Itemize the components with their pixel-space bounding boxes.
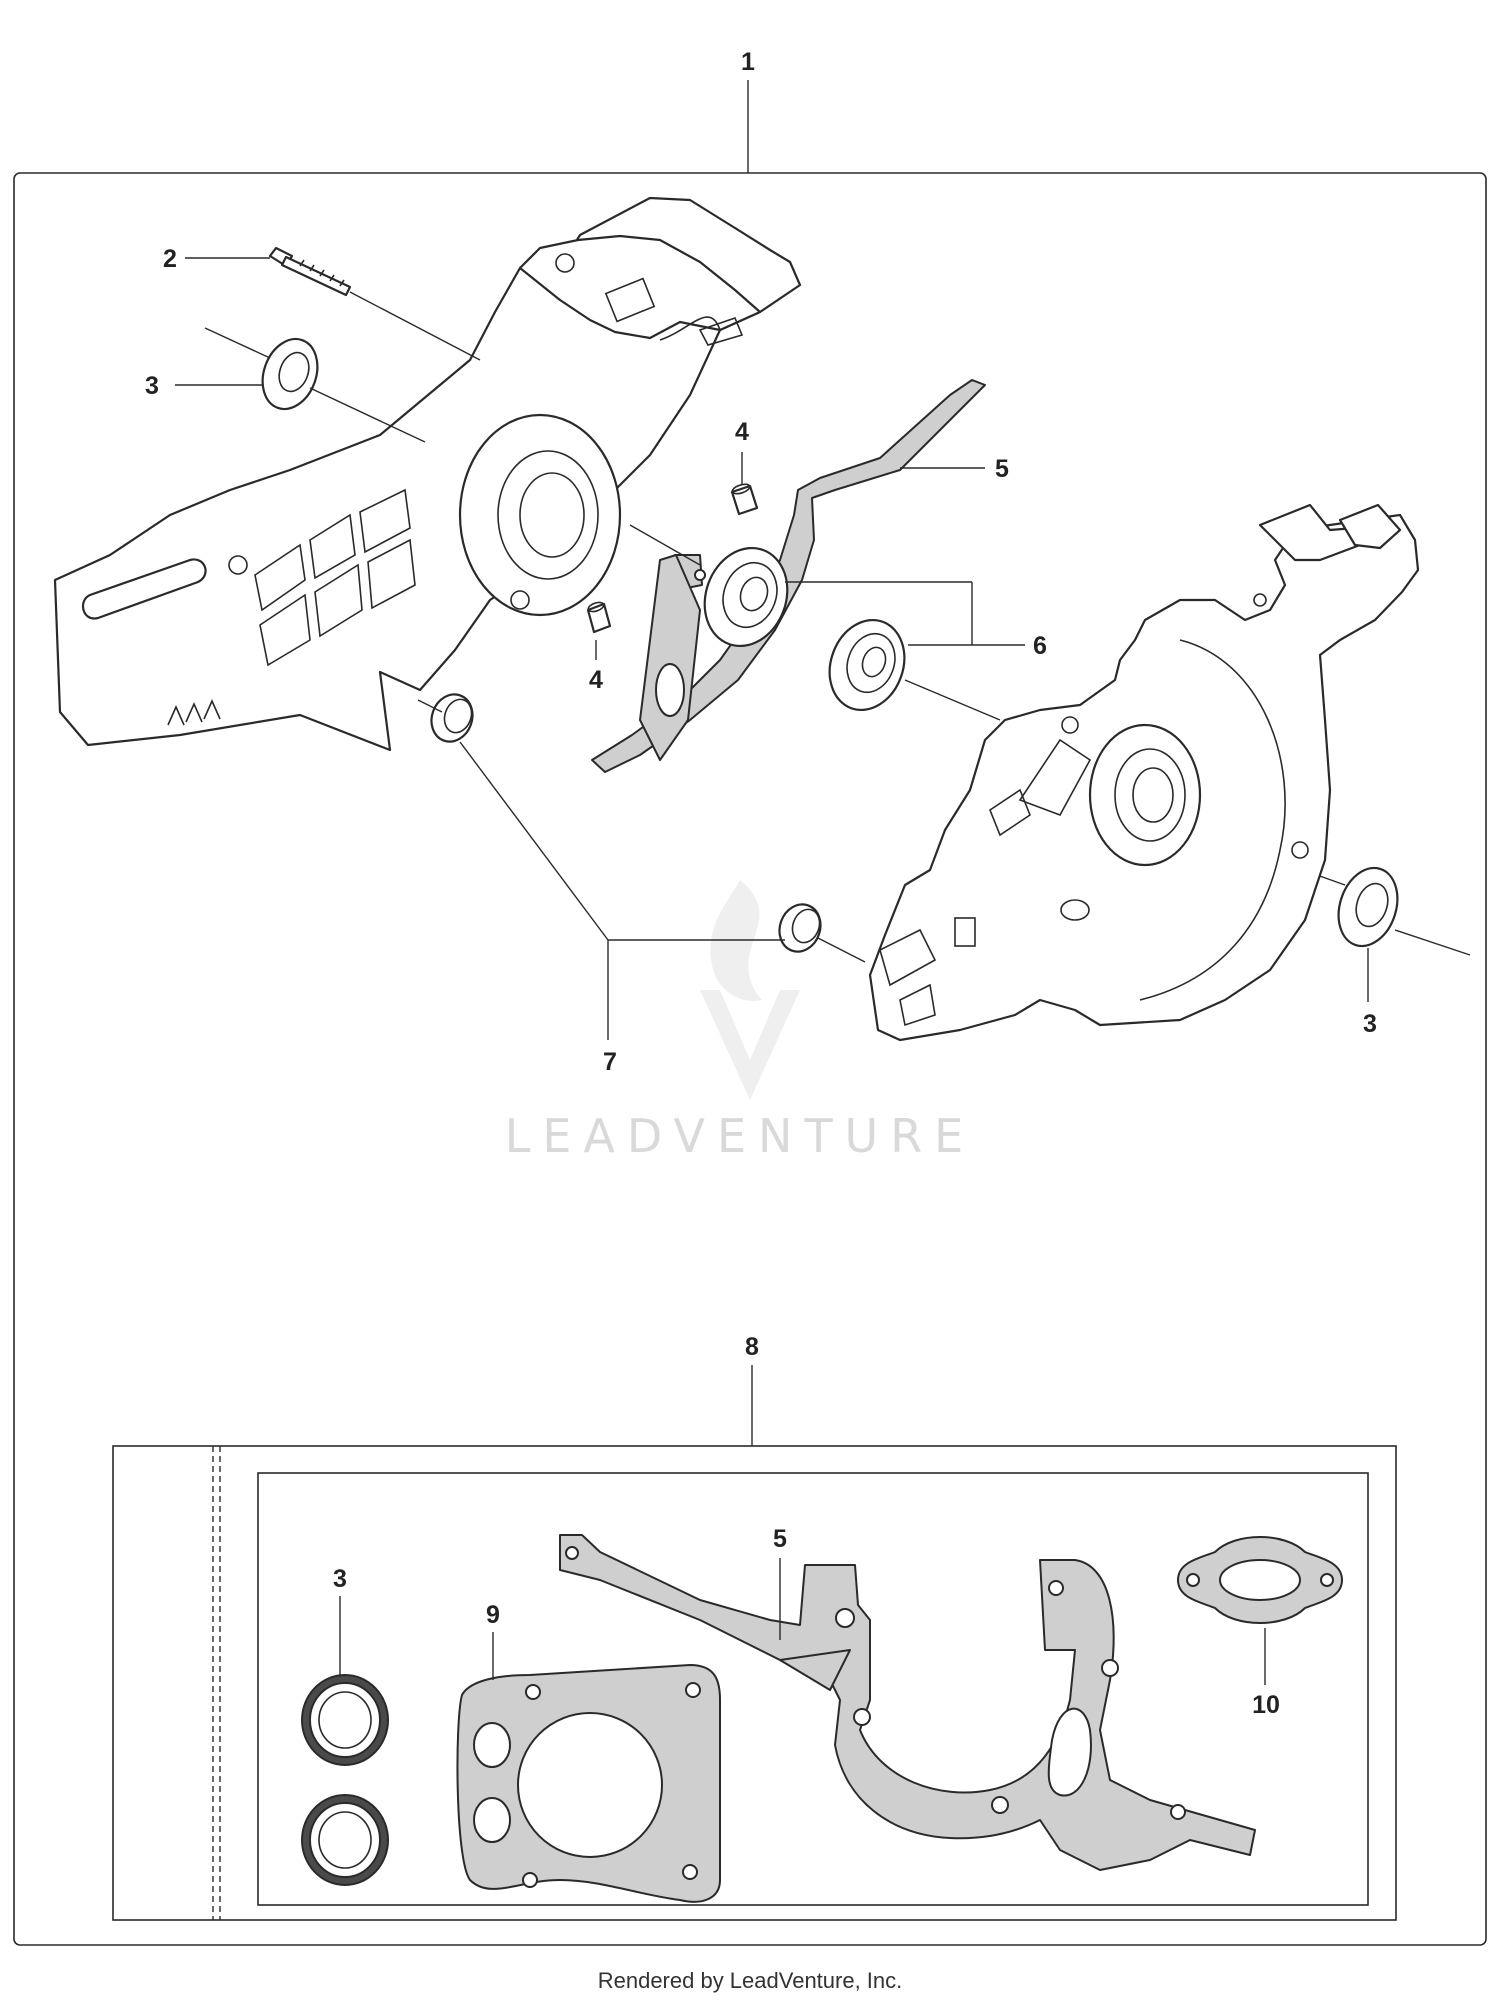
plug-7-left: [430, 693, 474, 743]
kit-seal-3-bottom: [301, 1794, 389, 1886]
callout-4-lower[interactable]: 4: [589, 666, 603, 694]
bearing-6-left: [703, 546, 789, 648]
seal-3-right: [1337, 866, 1399, 948]
bolt-2: [268, 246, 352, 297]
callout-6[interactable]: 6: [1033, 632, 1047, 660]
plug-7-right: [778, 903, 822, 953]
assembly-frame: [13, 172, 1487, 1946]
muffler-gasket-10: [1177, 1536, 1343, 1624]
kit-crankcase-gasket-5: [559, 1534, 1256, 1871]
callout-3-kit[interactable]: 3: [333, 1565, 347, 1593]
callout-3-right[interactable]: 3: [1363, 1010, 1377, 1038]
callout-10[interactable]: 10: [1252, 1691, 1280, 1719]
callout-4-upper[interactable]: 4: [735, 418, 749, 446]
footer-credit: Rendered by LeadVenture, Inc.: [597, 1968, 903, 1993]
kit-bag-outer: [112, 1445, 1397, 1921]
callout-5-kit[interactable]: 5: [773, 1525, 787, 1553]
cylinder-gasket-9: [456, 1664, 721, 1903]
callout-7[interactable]: 7: [603, 1048, 617, 1076]
bearing-6-right: [828, 618, 906, 712]
seal-3-upper: [261, 337, 319, 411]
right-crankcase-half: [868, 503, 1420, 1042]
callout-3-upper[interactable]: 3: [145, 372, 159, 400]
callout-1[interactable]: 1: [741, 48, 755, 76]
watermark-text: LEADVENTURE: [505, 1109, 976, 1163]
dowel-4-lower: [586, 601, 612, 634]
crankcase-gasket-5-exploded: [591, 379, 986, 773]
callout-9[interactable]: 9: [486, 1601, 500, 1629]
dowel-4-upper: [730, 483, 759, 516]
callout-2[interactable]: 2: [163, 245, 177, 273]
kit-seal-3-top: [301, 1674, 389, 1766]
callout-5-upper[interactable]: 5: [995, 455, 1009, 483]
callout-8[interactable]: 8: [745, 1333, 759, 1361]
left-crankcase-half: [53, 196, 802, 752]
kit-bag-inner: [257, 1472, 1369, 1906]
